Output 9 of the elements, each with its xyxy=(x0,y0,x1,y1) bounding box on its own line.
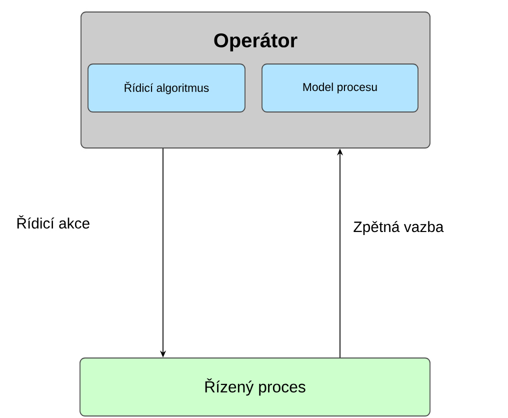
box-label: Řízený proces xyxy=(205,378,306,396)
process-box xyxy=(262,64,418,112)
box-label: Řídicí algoritmus xyxy=(124,82,209,94)
box-title: Operátor xyxy=(214,32,298,52)
box-label: Model procesu xyxy=(303,82,377,94)
process-box xyxy=(80,358,430,416)
process-box xyxy=(88,64,246,112)
edge-label: Řídicí akce xyxy=(17,215,90,229)
edge-label: Zpětná vazba xyxy=(354,220,444,236)
